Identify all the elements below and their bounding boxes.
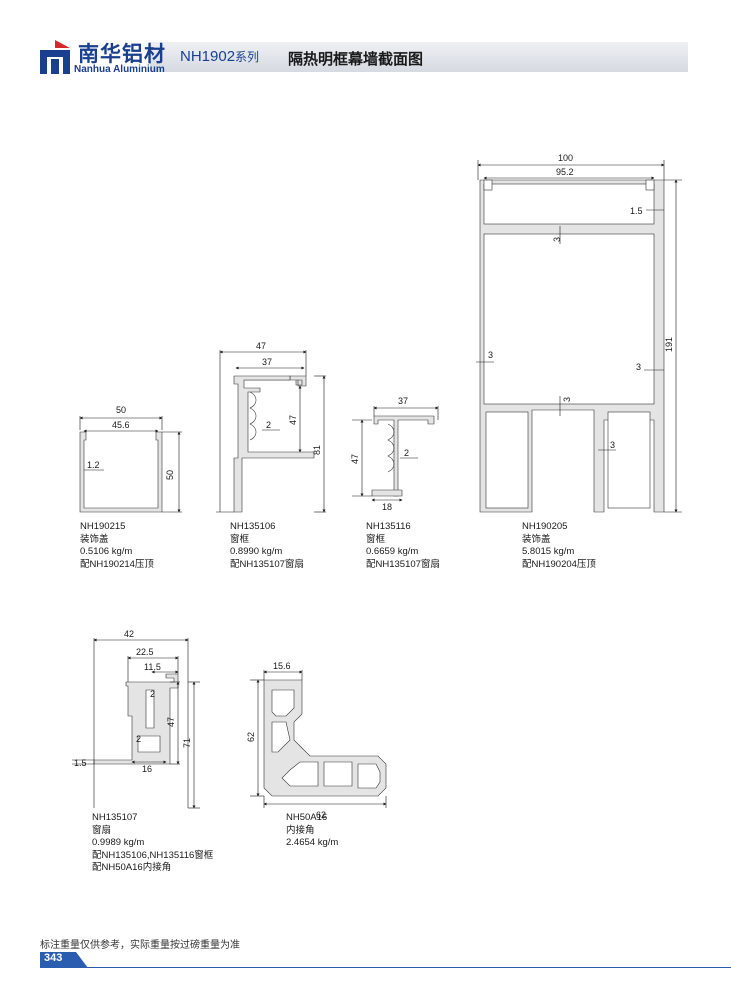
dim-label: 47 bbox=[166, 717, 176, 727]
series-suffix: 系列 bbox=[235, 50, 260, 64]
dim-label: 22.5 bbox=[136, 647, 154, 657]
dim-label: 15.6 bbox=[273, 661, 291, 671]
dim-label: 2 bbox=[266, 420, 271, 430]
profile-weight: 0.6659 kg/m bbox=[366, 546, 419, 557]
profile-name: 窗扇 bbox=[92, 824, 112, 836]
dim-label: 1.5 bbox=[74, 758, 87, 768]
profile-nh135116-drawing bbox=[352, 406, 439, 502]
profile-name: 内接角 bbox=[286, 824, 315, 836]
dim-label: 47 bbox=[288, 415, 298, 425]
caption-nh50a16: NH50A16 内接角 2.4654 kg/m bbox=[286, 812, 338, 850]
profile-note: 配NH135107窗扇 bbox=[366, 558, 440, 570]
profile-weight: 0.8990 kg/m bbox=[230, 546, 283, 557]
profile-nh190215-drawing bbox=[79, 416, 182, 513]
profile-code: NH190215 bbox=[80, 521, 126, 532]
dim-label: 62 bbox=[246, 732, 256, 742]
brand-name-en: Nanhua Aluminium bbox=[74, 64, 165, 75]
profile-weight: 5.8015 kg/m bbox=[522, 546, 575, 557]
caption-nh190205: NH190205 装饰盖 5.8015 kg/m 配NH190204压顶 bbox=[522, 521, 596, 571]
profile-code: NH135107 bbox=[92, 812, 138, 823]
profile-note: 配NH135106,NH135116窗框 bbox=[92, 849, 214, 861]
profile-code: NH190205 bbox=[522, 521, 568, 532]
dim-label: 71 bbox=[182, 738, 192, 748]
page-number: 343 bbox=[44, 952, 63, 964]
profile-nh190205-drawing bbox=[476, 160, 682, 513]
page-number-tab bbox=[40, 952, 88, 968]
dim-label: 100 bbox=[558, 153, 573, 163]
dim-label: 2 bbox=[150, 689, 155, 699]
dim-label: 191 bbox=[664, 337, 674, 352]
profile-note-2: 配NH50A16内接角 bbox=[92, 862, 172, 873]
caption-nh190215: NH190215 装饰盖 0.5106 kg/m 配NH190214压顶 bbox=[80, 521, 154, 571]
header-bar bbox=[150, 42, 688, 72]
dim-label: 18 bbox=[382, 502, 392, 512]
profile-name: 装饰盖 bbox=[522, 533, 551, 545]
dim-label: 3 bbox=[636, 362, 641, 372]
page-header: 南华铝材 Nanhua Aluminium NH1902系列 隔热明框幕墙截面图 bbox=[0, 36, 731, 82]
weight-disclaimer: 标注重量仅供参考，实际重量按过磅重量为准 bbox=[40, 940, 240, 951]
dim-label: 3 bbox=[610, 440, 615, 450]
dim-label: 2 bbox=[136, 734, 141, 744]
dim-label: 62 bbox=[316, 810, 326, 820]
profile-nh135106-drawing bbox=[216, 350, 326, 513]
profile-name: 窗框 bbox=[230, 533, 250, 545]
dim-label: 3 bbox=[488, 350, 493, 360]
footer-rule bbox=[40, 967, 731, 968]
profile-weight: 0.9989 kg/m bbox=[92, 837, 145, 848]
dim-label: 37 bbox=[398, 396, 408, 406]
profile-nh135107-drawing bbox=[72, 638, 200, 809]
series-label: NH1902系列 bbox=[180, 48, 259, 65]
dim-label: 50 bbox=[165, 470, 175, 480]
profile-code: NH135116 bbox=[366, 521, 411, 532]
profile-weight: 2.4654 kg/m bbox=[286, 837, 339, 848]
dim-label: 3 bbox=[552, 237, 562, 242]
dim-label: 16 bbox=[142, 764, 152, 774]
dim-label: 11.5 bbox=[144, 662, 161, 672]
profile-note: 配NH190204压顶 bbox=[522, 558, 596, 570]
dim-label: 81 bbox=[312, 445, 322, 455]
profile-name: 窗框 bbox=[366, 533, 386, 545]
dim-label: 47 bbox=[350, 454, 360, 464]
profile-nh50a16-drawing bbox=[250, 670, 387, 808]
dim-label: 3 bbox=[562, 397, 572, 402]
dim-label: 50 bbox=[116, 405, 126, 415]
dim-label: 1.5 bbox=[630, 206, 643, 216]
dim-label: 42 bbox=[124, 629, 134, 639]
profile-code: NH135106 bbox=[230, 521, 276, 532]
dim-label: 47 bbox=[256, 341, 266, 351]
dim-label: 95.2 bbox=[556, 167, 574, 177]
dim-label: 45.6 bbox=[112, 420, 130, 430]
dim-label: 2 bbox=[404, 448, 409, 458]
profile-note: 配NH190214压顶 bbox=[80, 558, 154, 570]
nanhua-logo-icon bbox=[40, 40, 70, 74]
profile-code: NH50A16 bbox=[286, 812, 328, 823]
caption-nh135106: NH135106 窗框 0.8990 kg/m 配NH135107窗扇 bbox=[230, 521, 304, 571]
series-code: NH1902 bbox=[180, 48, 236, 65]
brand-name-cn: 南华铝材 bbox=[78, 43, 166, 66]
page-title: 隔热明框幕墙截面图 bbox=[288, 51, 424, 68]
profile-name: 装饰盖 bbox=[80, 533, 109, 545]
profile-note: 配NH135107窗扇 bbox=[230, 558, 304, 570]
caption-nh135107: NH135107 窗扇 0.9989 kg/m 配NH135106,NH1351… bbox=[92, 812, 213, 875]
profile-weight: 0.5106 kg/m bbox=[80, 546, 133, 557]
dim-label: 37 bbox=[262, 357, 272, 367]
dim-label: 1.2 bbox=[87, 460, 100, 470]
caption-nh135116: NH135116 窗框 0.6659 kg/m 配NH135107窗扇 bbox=[366, 521, 440, 571]
